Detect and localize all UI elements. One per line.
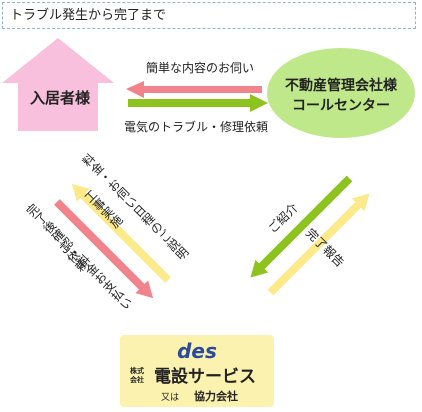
company-prefix-line2: 会社 (130, 375, 144, 384)
arrow-explanation (71, 183, 171, 283)
resident-house (2, 38, 114, 131)
arrow-completion-report-label: 完了報告 (303, 225, 348, 270)
company-logo: des (177, 339, 217, 363)
resident-label: 入居者様 (30, 89, 91, 107)
call-center-ellipse (267, 48, 415, 138)
company-alt-name: 協力会社 (194, 389, 238, 403)
arrow-request (54, 199, 154, 299)
company-box (120, 335, 274, 407)
call-center-line2: コールセンター (292, 98, 390, 114)
company-name: 電設サービス (154, 366, 256, 387)
arrow-inquiry (126, 81, 262, 98)
company-prefix-line1: 株式 (130, 366, 144, 375)
arrow-repair-request (128, 94, 268, 112)
arrow-repair-request-label: 電気のトラブル・修理依頼 (124, 119, 268, 134)
arrow-inquiry-label: 簡単な内容のお伺い (146, 60, 254, 75)
arrow-introduction (250, 175, 353, 278)
header-title: トラブル発生から完了まで (2, 2, 416, 29)
call-center-line1: 不動産管理会社様 (285, 77, 398, 94)
company-or-label: 又は (161, 392, 179, 403)
arrow-completion-report (267, 193, 370, 296)
